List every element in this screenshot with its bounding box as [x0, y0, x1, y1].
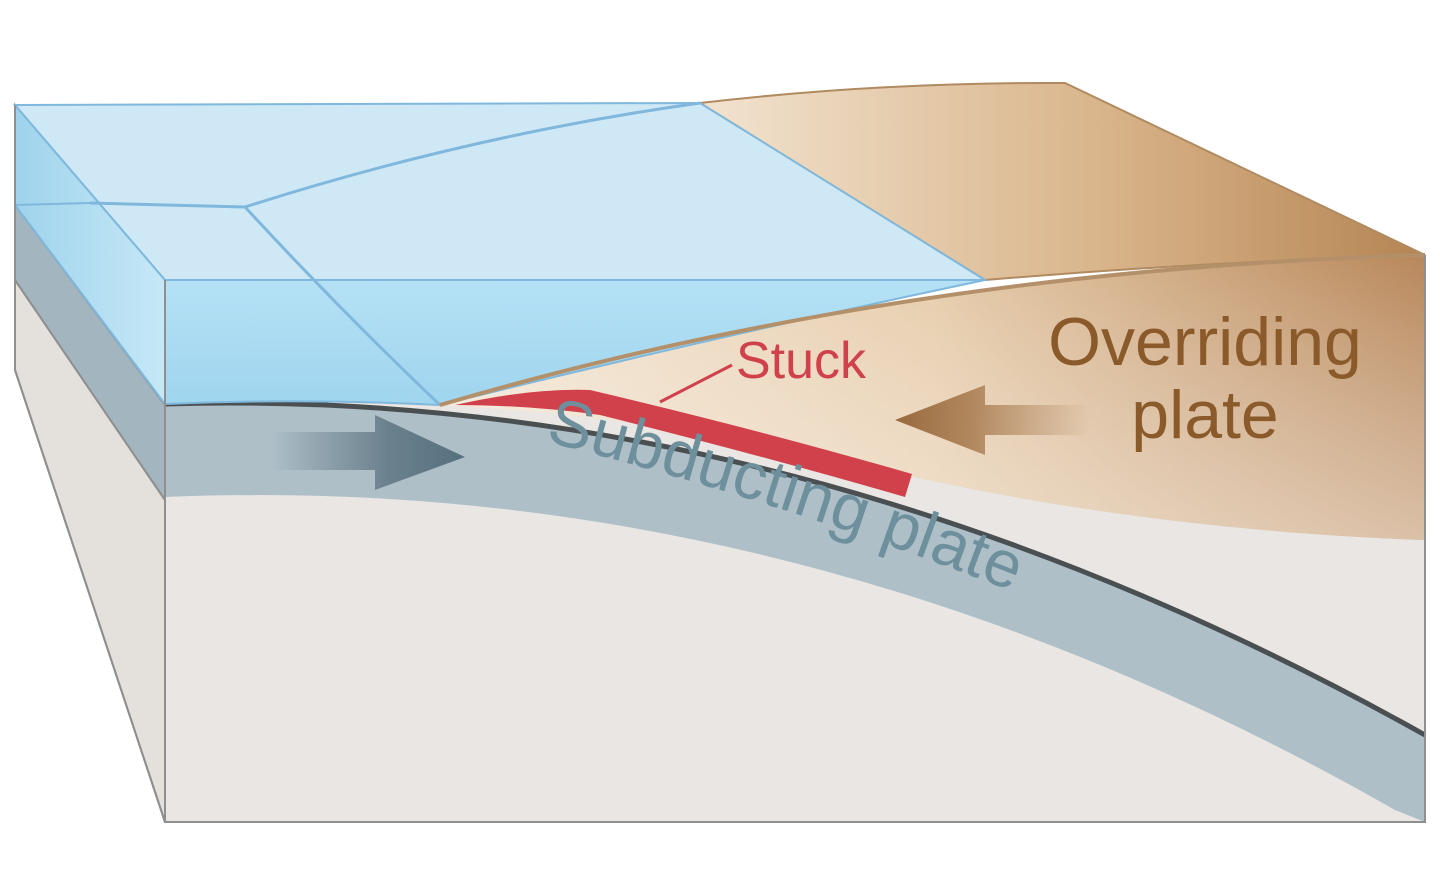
overriding-plate-front-fade: [440, 255, 1425, 540]
overriding-plate-label-line1: Overriding: [1048, 304, 1362, 380]
plate-interface-line: [164, 400, 1427, 738]
stuck-zone: [455, 389, 912, 497]
overriding-plate-edge: [439, 253, 1426, 407]
stuck-label: Stuck: [736, 332, 867, 390]
stuck-pointer-line: [659, 363, 733, 404]
overriding-direction-arrow: [895, 385, 1090, 455]
ridge-line-2: [244, 101, 701, 209]
water-top-surface: [12, 101, 989, 281]
block-outline: [164, 255, 1426, 823]
overriding-plate-label-line2: plate: [1131, 377, 1278, 453]
subducting-direction-arrow: [270, 415, 465, 490]
block-left-outline: [14, 105, 166, 823]
water-edge-line: [14, 202, 91, 206]
ridge-line-1: [89, 201, 246, 209]
ridge-line-3: [243, 205, 442, 407]
